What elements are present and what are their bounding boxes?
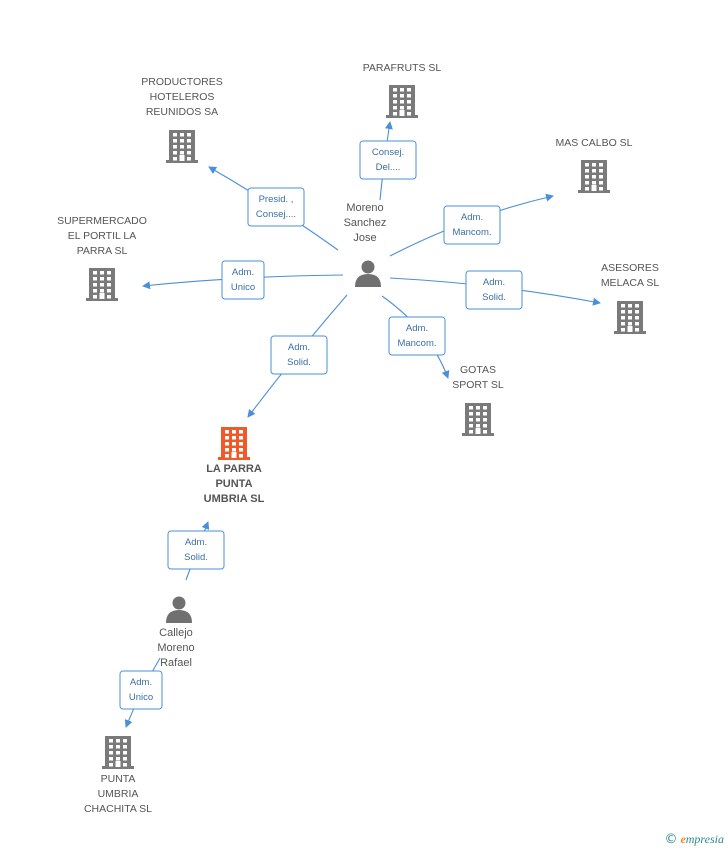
building-icon: [386, 85, 418, 118]
company-node-supermercado[interactable]: SUPERMERCADO EL PORTIL LA PARRA SL: [57, 215, 147, 301]
person-name: Moreno: [346, 202, 383, 214]
copyright-symbol: ©: [664, 832, 678, 847]
edge-moreno-gotas: Adm. Mancom.: [381, 295, 450, 379]
edge-label: Adm.: [461, 212, 483, 223]
person-name: Rafael: [160, 657, 192, 669]
company-name: UMBRIA: [98, 788, 139, 800]
company-node-chachita[interactable]: PUNTA UMBRIA CHACHITA SL: [84, 736, 152, 815]
edge-moreno-mascalbo: Adm. Mancom.: [389, 193, 554, 257]
edge-label: Adm.: [130, 677, 152, 688]
edge-label: Unico: [231, 282, 255, 293]
edge-label: Mancom.: [397, 338, 436, 349]
company-node-laparra[interactable]: LA PARRA PUNTA UMBRIA SL: [204, 427, 265, 505]
edge-callejo-laparra: Adm. Solid.: [167, 521, 225, 581]
edges-layer: Consej. Del.... Presid. , Consej.... Adm. Man…: [119, 121, 601, 728]
edge-moreno-laparra: Adm. Solid.: [247, 294, 348, 418]
edge-label-box[interactable]: [388, 316, 446, 356]
building-icon: [614, 301, 646, 334]
edge-moreno-supermercado: Adm. Unico: [142, 260, 344, 300]
building-icon: [218, 427, 250, 460]
company-name: MELACA SL: [601, 277, 660, 289]
company-node-gotas[interactable]: GOTAS SPORT SL: [452, 364, 504, 436]
edge-label-box[interactable]: [167, 530, 225, 570]
building-icon: [166, 130, 198, 163]
edge-label-box[interactable]: [443, 205, 501, 245]
company-name: EL PORTIL LA: [68, 230, 136, 242]
company-name: PUNTA: [101, 773, 136, 785]
nodes-layer: PARAFRUTS SL PRODUCTORES HOTELEROS REUNIDOS…: [57, 62, 659, 815]
person-name: Sanchez: [344, 217, 387, 229]
edge-label: Adm.: [232, 267, 254, 278]
person-name: Jose: [353, 232, 376, 244]
edge-label: Adm.: [406, 323, 428, 334]
edge-label: Solid.: [184, 552, 208, 563]
brand-initial: e: [680, 832, 686, 846]
company-name: SPORT SL: [452, 379, 504, 391]
edge-callejo-chachita: Adm. Unico: [119, 657, 163, 728]
company-node-productores[interactable]: PRODUCTORES HOTELEROS REUNIDOS SA: [141, 76, 223, 163]
building-icon: [86, 268, 118, 301]
building-icon: [578, 160, 610, 193]
company-name: PUNTA: [215, 478, 252, 490]
company-name: PARRA SL: [77, 245, 128, 257]
edge-label: Consej.: [372, 147, 404, 158]
company-node-mascalbo[interactable]: MAS CALBO SL: [555, 137, 633, 193]
edge-label: Consej....: [256, 209, 296, 220]
brand-logo: ©empresia: [664, 832, 724, 847]
edge-label: Solid.: [287, 357, 311, 368]
edge-label: Presid. ,: [259, 194, 294, 205]
edge-moreno-asesores: Adm. Solid.: [389, 270, 601, 310]
company-name: LA PARRA: [206, 463, 262, 475]
edge-label-box[interactable]: [465, 270, 523, 310]
edge-moreno-parafruts: Consej. Del....: [359, 121, 417, 201]
edge-label: Solid.: [482, 292, 506, 303]
edge-label-box[interactable]: [247, 187, 305, 227]
edge-label-box[interactable]: [270, 335, 328, 375]
edge-moreno-productores: Presid. , Consej....: [208, 166, 339, 251]
person-name: Callejo: [159, 627, 193, 639]
company-name: UMBRIA SL: [204, 493, 265, 505]
company-node-asesores[interactable]: ASESORES MELACA SL: [601, 262, 660, 334]
company-name: PRODUCTORES: [141, 76, 222, 88]
company-node-parafruts[interactable]: PARAFRUTS SL: [363, 62, 442, 118]
person-icon: [355, 260, 381, 287]
edge-label: Mancom.: [452, 227, 491, 238]
edge-label: Unico: [129, 692, 153, 703]
edge-label: Del....: [376, 162, 401, 173]
company-name: CHACHITA SL: [84, 803, 152, 815]
company-name: ASESORES: [601, 262, 659, 274]
edge-label: Adm.: [288, 342, 310, 353]
person-name: Moreno: [157, 642, 194, 654]
company-name: GOTAS: [460, 364, 496, 376]
building-icon: [462, 403, 494, 436]
brand-name: mpresia: [685, 832, 724, 846]
building-icon: [102, 736, 134, 769]
person-icon: [166, 596, 192, 623]
edge-label-box[interactable]: [119, 670, 163, 710]
company-name: REUNIDOS SA: [146, 106, 218, 118]
company-name: SUPERMERCADO: [57, 215, 147, 227]
company-name: HOTELEROS: [150, 91, 215, 103]
edge-label-box[interactable]: [359, 140, 417, 180]
company-name: PARAFRUTS SL: [363, 62, 442, 74]
edge-label: Adm.: [185, 537, 207, 548]
edge-label-box[interactable]: [221, 260, 265, 300]
edge-label: Adm.: [483, 277, 505, 288]
company-name: MAS CALBO SL: [555, 137, 632, 149]
